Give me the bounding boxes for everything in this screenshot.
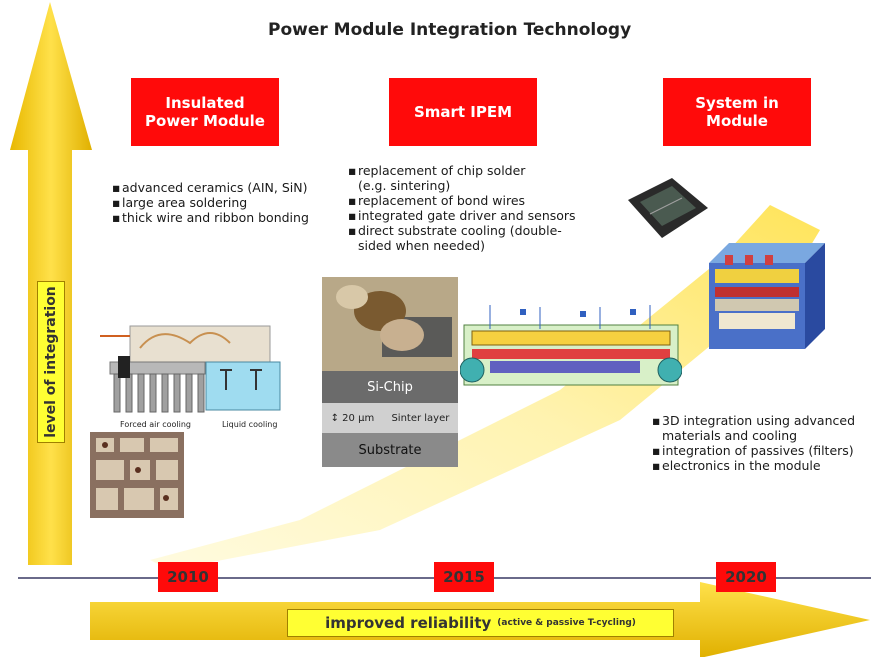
pcb-module-photo <box>90 432 184 518</box>
forced-air-cooling-label: Forced air cooling <box>120 420 192 429</box>
sinter-thickness-label: ↕ 20 µm <box>330 412 375 424</box>
stage2-bullet-list: ▪replacement of chip solder (e.g. sinter… <box>348 163 576 253</box>
sip-package-photo <box>628 178 708 238</box>
integration-trend-wedge <box>150 205 820 570</box>
list-item-continuation: sided when needed) <box>358 238 485 253</box>
list-item-continuation: materials and cooling <box>662 428 798 443</box>
list-item: ▪integrated gate driver and sensors <box>348 208 576 223</box>
stage1-bullet-list: ▪advanced ceramics (AIN, SiN) ▪large are… <box>112 180 309 225</box>
si-chip-layer: Si-Chip <box>322 371 458 403</box>
list-item: ▪thick wire and ribbon bonding <box>112 210 309 225</box>
list-item: ▪3D integration using advanced <box>652 413 855 428</box>
sinter-layer: ↕ 20 µm Sinter layer <box>322 403 458 433</box>
sinter-layer-label: Sinter layer <box>391 412 450 424</box>
list-item: ▪direct substrate cooling (double- <box>348 223 562 238</box>
level-of-integration-text: level of integration <box>37 281 65 443</box>
list-item-continuation: (e.g. sintering) <box>358 178 451 193</box>
level-of-integration-label: level of integration <box>31 281 71 443</box>
t-cycling-note: (active & passive T-cycling) <box>497 618 636 628</box>
list-item: ▪electronics in the module <box>652 458 821 473</box>
sinter-sample-photo <box>322 277 458 371</box>
substrate-layer: Substrate <box>322 433 458 467</box>
list-item: ▪large area soldering <box>112 195 248 210</box>
list-item: ▪replacement of chip solder <box>348 163 526 178</box>
improved-reliability-text: improved reliability <box>325 614 492 632</box>
list-item: ▪replacement of bond wires <box>348 193 526 208</box>
list-item: ▪advanced ceramics (AIN, SiN) <box>112 180 308 195</box>
liquid-cooling-label: Liquid cooling <box>222 420 278 429</box>
ipem-cross-section-diagram <box>460 305 682 386</box>
sinter-layer-stack: Si-Chip ↕ 20 µm Sinter layer Substrate <box>322 371 458 467</box>
year-2015: 2015 <box>434 562 494 592</box>
list-item: ▪integration of passives (filters) <box>652 443 854 458</box>
insulated-module-illustration <box>100 325 281 413</box>
year-2010: 2010 <box>158 562 218 592</box>
year-2020: 2020 <box>716 562 776 592</box>
improved-reliability-label: improved reliability (active & passive T… <box>287 609 674 637</box>
stage-smart-ipem: Smart IPEM <box>389 78 537 146</box>
stage3-bullet-list: ▪3D integration using advanced materials… <box>652 413 855 473</box>
page-title: Power Module Integration Technology <box>268 20 632 40</box>
stage-system-in-module: System in Module <box>663 78 811 146</box>
3d-integrated-module-illustration <box>709 243 825 349</box>
stage-insulated-power-module: Insulated Power Module <box>131 78 279 146</box>
